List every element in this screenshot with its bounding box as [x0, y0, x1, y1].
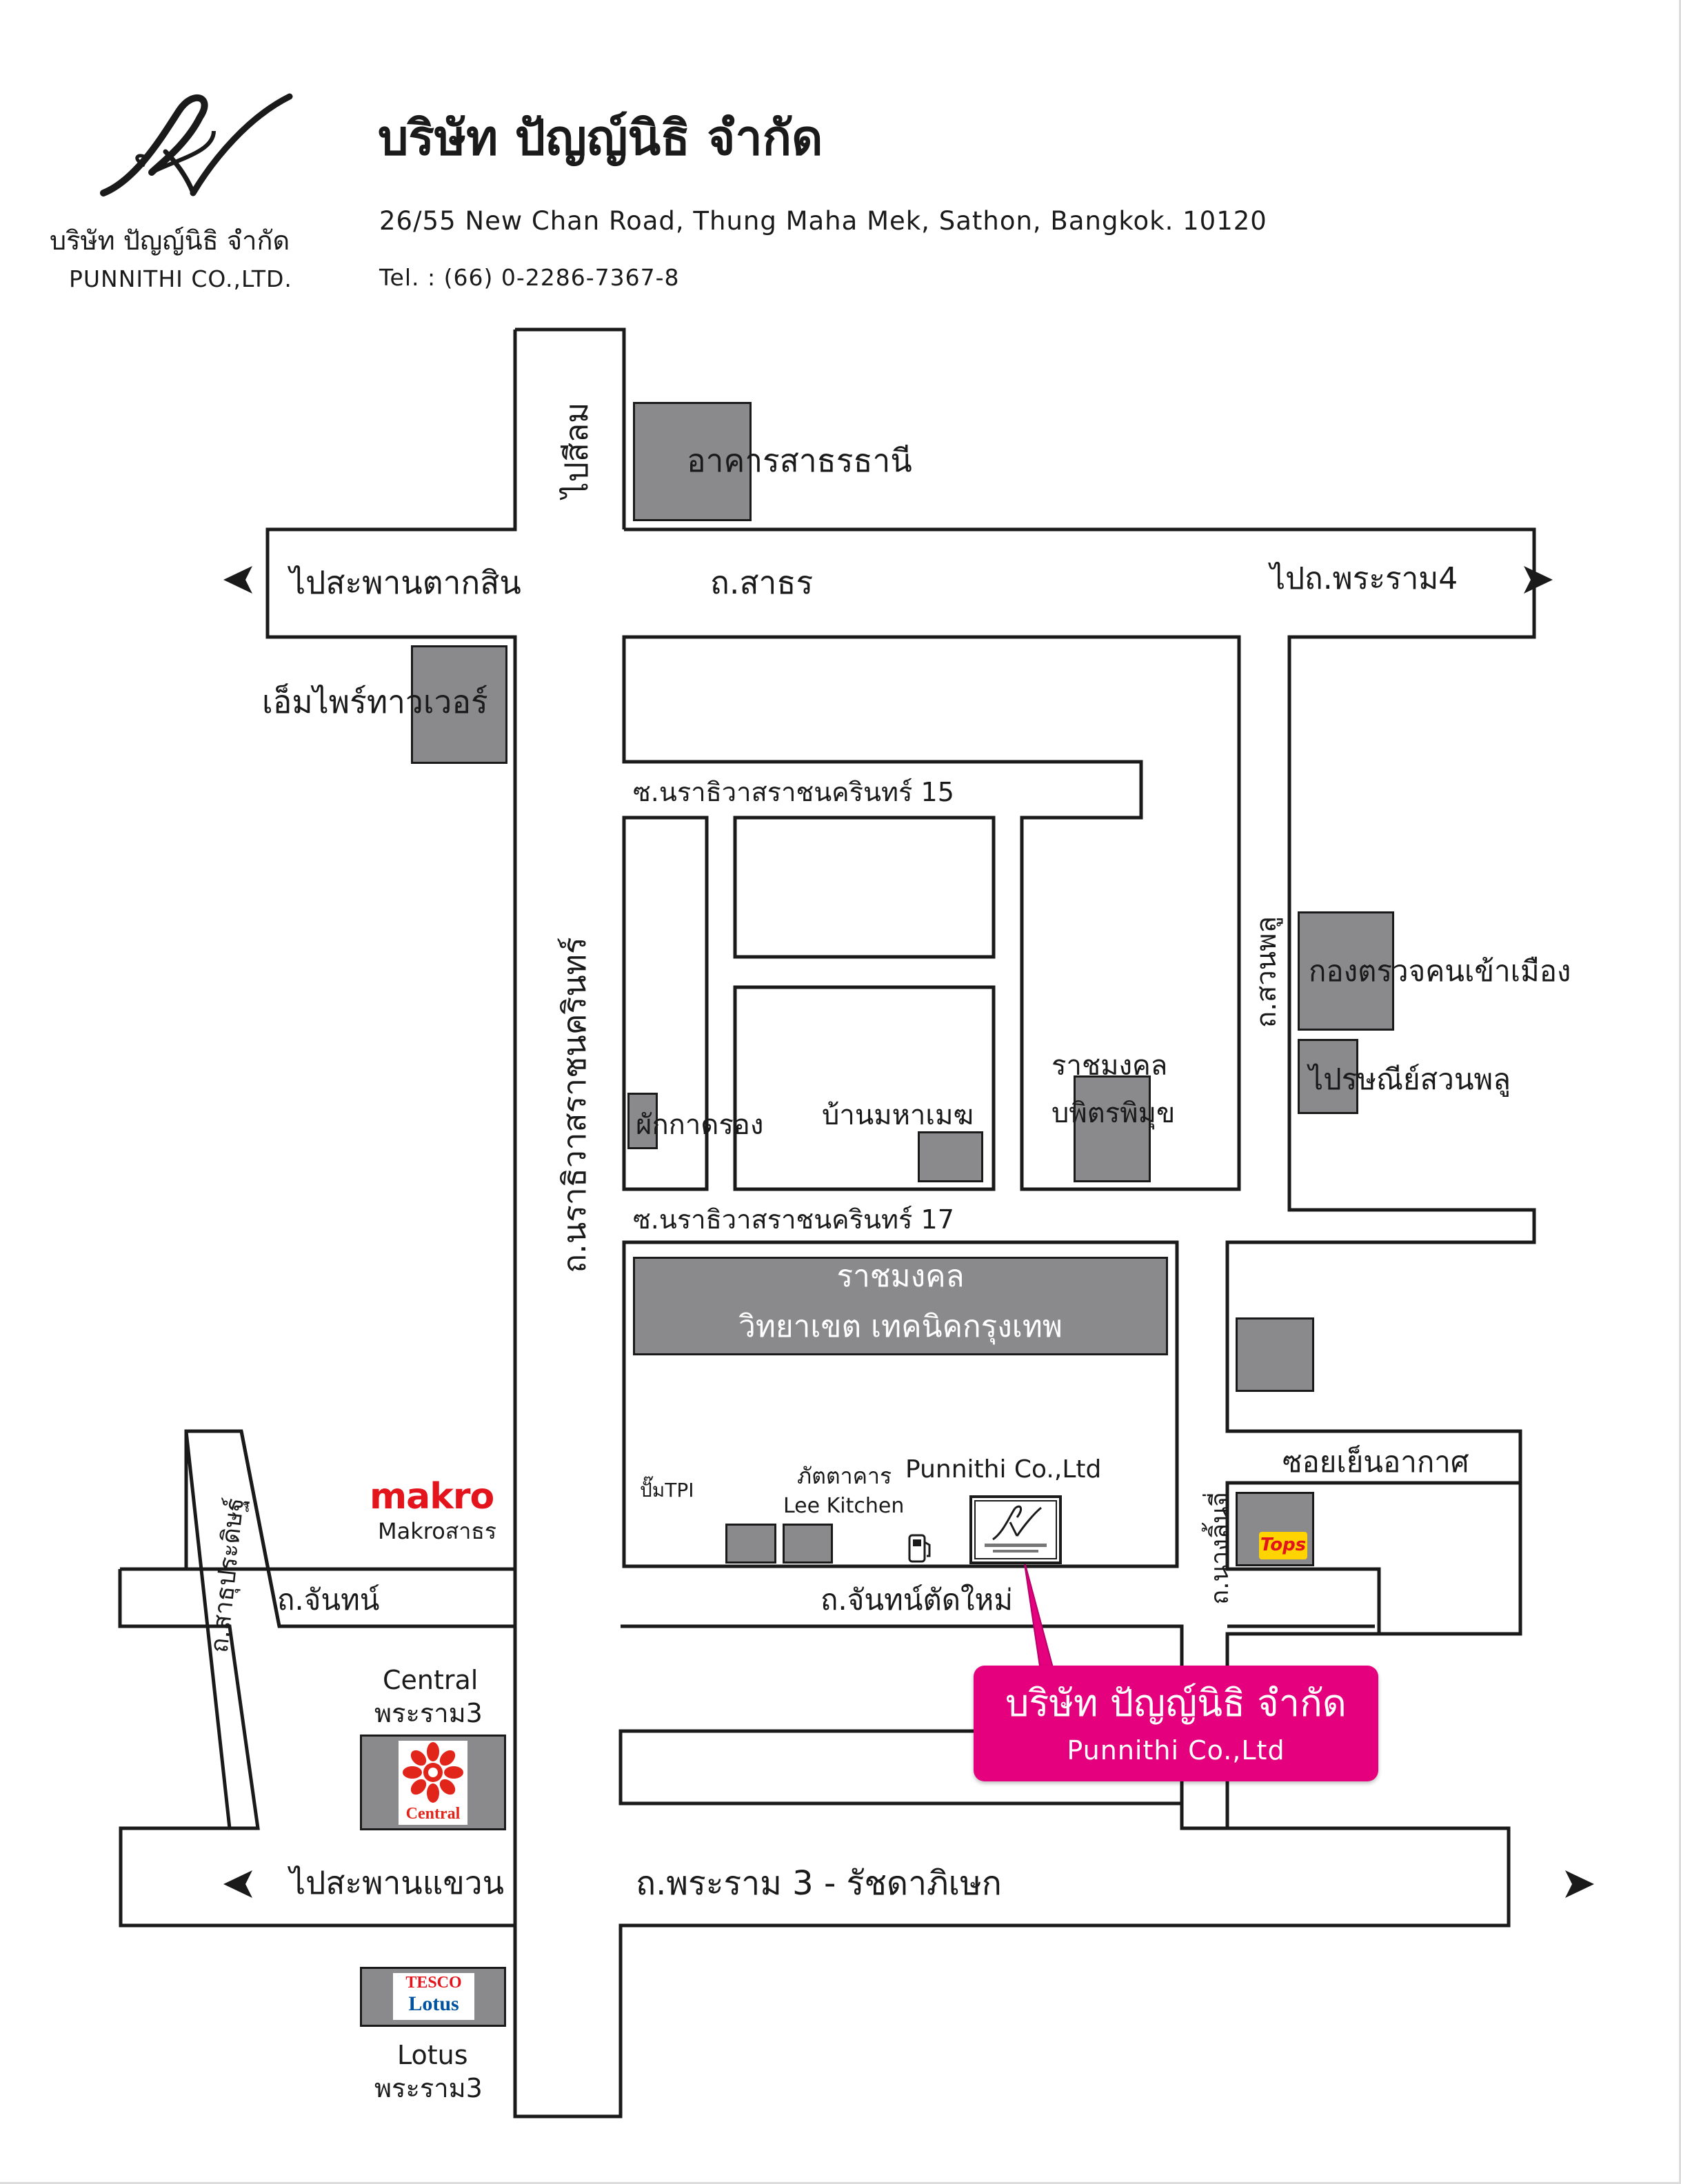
- tesco-logo: TESCO Lotus: [393, 1973, 474, 2020]
- label-central-1: Central: [383, 1665, 479, 1695]
- company-mini-logo: [974, 1500, 1057, 1559]
- label-empire-tower: เอ็มไพร์ทาวเวอร์: [262, 683, 488, 720]
- label-phakkad: ผักกาดรอง: [636, 1109, 764, 1141]
- address-text: 26/55 New Chan Road, Thung Maha Mek, Sat…: [379, 206, 1267, 236]
- makro-logo: makro: [370, 1476, 494, 1517]
- building-post-office: [1298, 1039, 1358, 1114]
- fuel-pump-icon: [908, 1534, 931, 1563]
- label-rajamangala-top-1: ราชมงคล: [1051, 1050, 1168, 1082]
- building-restaurant: [783, 1524, 833, 1564]
- callout-pointer: [1023, 1559, 1056, 1676]
- label-lotus-2: พระราม3: [374, 2073, 483, 2103]
- central-logo-text: Central: [405, 1805, 461, 1823]
- block-upper-middle: [733, 816, 996, 959]
- label-new-chan: ถ.จันทน์ตัดใหม่: [821, 1583, 1013, 1617]
- building-east-small: [1236, 1317, 1314, 1392]
- label-sathorn-thani: อาคารสาธรธานี: [687, 442, 912, 479]
- label-central-2: พระราม3: [374, 1698, 483, 1728]
- label-to-taksin: ไปสะพานตากสิน: [290, 564, 521, 601]
- tel-text: Tel. : (66) 0-2286-7367-8: [379, 264, 680, 291]
- label-ban-mahamek: บ้านมหาเมฆ: [822, 1100, 974, 1131]
- central-flower-icon: [403, 1742, 463, 1803]
- road-outline-sathorn-top: [624, 527, 1536, 1634]
- arrow-right-icon: [1524, 566, 1553, 594]
- label-to-saphan-khwaeng: ไปสะพานแขวน: [290, 1864, 505, 1901]
- arrow-right-icon: [1565, 1870, 1594, 1898]
- label-rmutk-2: วิทยาเขต เทคนิคกรุงเทพ: [738, 1309, 1063, 1344]
- label-rajamangala-top-2: บพิตรพิมุข: [1051, 1098, 1176, 1129]
- building-immigration: [1298, 911, 1394, 1031]
- label-to-silom: ไปสีลม: [558, 402, 595, 498]
- building-ban-mahamek: [918, 1131, 983, 1182]
- building-rmutk: [633, 1257, 1168, 1355]
- building-phakkad: [627, 1093, 658, 1149]
- label-chan: ถ.จันทน์: [277, 1583, 380, 1617]
- label-suanplu: ถ.สวนพลู: [1251, 916, 1282, 1029]
- label-soi17: ซ.นราธิวาสราชนครินทร์ 17: [633, 1204, 954, 1235]
- logo-name-en: PUNNITHI CO.,LTD.: [69, 265, 292, 292]
- label-nanglinchi: ถ.นางลิ้นจี่: [1206, 1492, 1234, 1605]
- tops-logo-text: Tops: [1260, 1535, 1307, 1555]
- block-lower-middle: [733, 985, 996, 1191]
- label-rmutk-1: ราชมงคล: [836, 1259, 965, 1294]
- arrow-left-icon: [223, 566, 252, 594]
- tesco-text: TESCO: [405, 1974, 462, 1992]
- lotus-text: Lotus: [408, 1992, 459, 2015]
- label-restaurant-en: Lee Kitchen: [783, 1494, 905, 1518]
- label-soi15: ซ.นราธิวาสราชนครินทร์ 15: [633, 777, 954, 807]
- company-callout: บริษัท ปัญญ์นิธิ จำกัด Punnithi Co.,Ltd: [974, 1666, 1378, 1781]
- page-title: บริษัท ปัญญ์นิธิ จำกัด: [378, 110, 823, 166]
- label-makro: Makroสาธร: [378, 1518, 496, 1544]
- label-to-rama4: ไปถ.พระราม4: [1270, 561, 1458, 596]
- label-soi-yen-akat: ซอยเย็นอากาศ: [1282, 1445, 1469, 1479]
- label-restaurant-th: ภัตตาคาร: [797, 1463, 892, 1489]
- road-outline-block-north: [622, 635, 1241, 1191]
- building-empire-tower: [411, 645, 507, 764]
- label-rama3: ถ.พระราม 3 - รัชดาภิเษก: [636, 1864, 1002, 1903]
- label-tpi-pump: ปั๊มTPI: [640, 1479, 694, 1502]
- label-immigration: กองตรวจคนเข้าเมือง: [1309, 954, 1571, 988]
- building-sathorn-thani: [633, 402, 752, 521]
- label-company: Punnithi Co.,Ltd: [905, 1455, 1102, 1484]
- company-logo: [100, 93, 293, 196]
- label-post-office: ไปรษณีย์สวนพลู: [1309, 1062, 1511, 1096]
- page-edge-bottom: [0, 2182, 1681, 2184]
- central-logo: Central: [399, 1741, 467, 1825]
- company-building: [969, 1495, 1062, 1564]
- logo-name-th: บริษัท ปัญญ์นิธิ จำกัด: [50, 225, 290, 256]
- page-edge-right: [1679, 0, 1681, 2184]
- callout-title: บริษัท ปัญญ์นิธิ จำกัด: [1005, 1681, 1347, 1725]
- block-narrow: [622, 816, 709, 1191]
- road-outline-sathupradit: [120, 1430, 281, 1829]
- tops-logo: Tops: [1259, 1532, 1307, 1559]
- block-university: [622, 1240, 1179, 1568]
- label-sathorn: ถ.สาธร: [710, 564, 814, 601]
- label-lotus-1: Lotus: [397, 2040, 468, 2070]
- building-tpi-1: [725, 1524, 776, 1564]
- callout-subtitle: Punnithi Co.,Ltd: [1067, 1735, 1285, 1766]
- road-outline-silom: [515, 327, 626, 529]
- arrow-left-icon: [223, 1870, 252, 1898]
- label-narathiwas: ถ.นราธิวาสราชนครินทร์: [556, 937, 593, 1273]
- building-rajamangala-top: [1074, 1075, 1151, 1182]
